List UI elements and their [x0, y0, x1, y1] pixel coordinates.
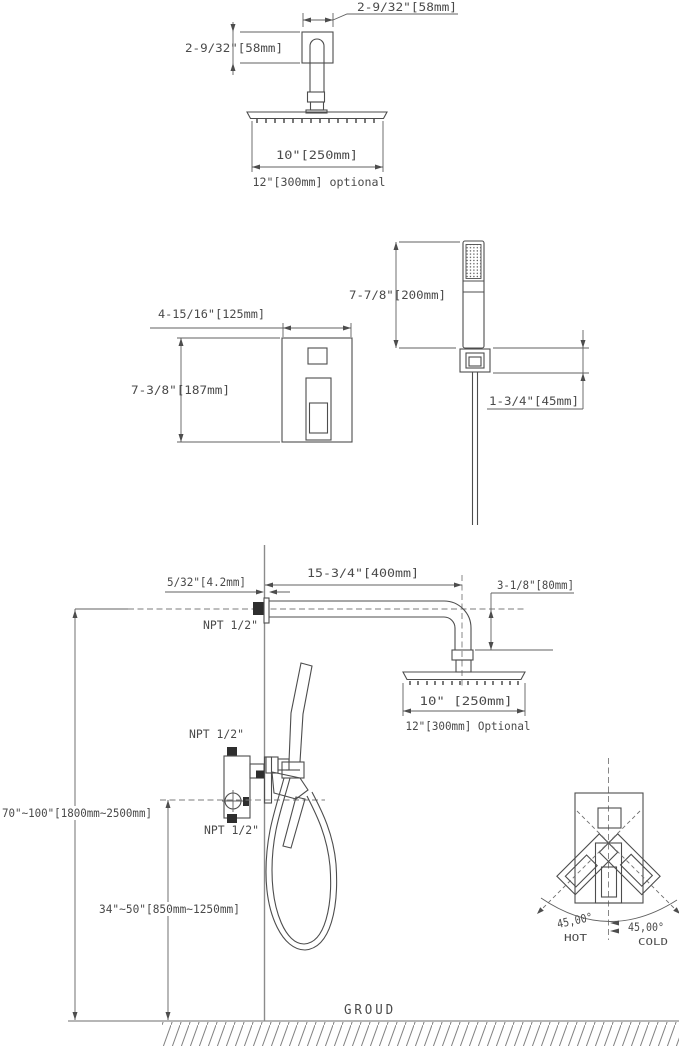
ceiling-flange: [301, 31, 334, 64]
schematic-handle-center-inner: [600, 866, 618, 898]
dim-ceiling-arm-offset-top: 2-9/32"[58mm]: [302, 0, 458, 27]
label-ceiling-head-width: 10"[250mm]: [276, 148, 358, 162]
dim-ceiling-arm-offset-side: 2-9/32"[58mm]: [185, 22, 300, 75]
label-cold: COLD: [638, 937, 668, 948]
dim-plate-width: 4-15/16"[125mm]: [150, 307, 352, 337]
trim-handle-inner: [308, 402, 329, 434]
schematic-diverter: [597, 807, 622, 829]
label-angle-hot: 45,00°: [556, 910, 594, 931]
hand-shower-hose: [471, 372, 479, 525]
ceiling-shower-head-view: 2-9/32"[58mm] 2-9/32"[58mm] 10"[250mm] 1…: [185, 0, 458, 189]
label-arm-length: 15-3/4"[400mm]: [307, 566, 419, 580]
label-plate-width: 4-15/16"[125mm]: [158, 307, 265, 321]
label-npt-valve-top: NPT 1/2": [189, 727, 244, 741]
label-head-drop: 3-1/8"[80mm]: [497, 578, 574, 592]
ground-hatch: [162, 1022, 679, 1046]
handle-angle-schematic: 45,00° 45,00° HOT COLD: [536, 758, 679, 948]
wall-fitting: [253, 602, 264, 615]
trim-handle: [305, 377, 332, 441]
ceiling-head-nozzles: [256, 119, 375, 123]
hand-shower-spray-face: [465, 244, 482, 279]
diverter-button: [307, 347, 328, 365]
dim-wand-length: 7-7/8"[200mm]: [349, 241, 460, 349]
label-holder-height: 1-3/4"[45mm]: [489, 394, 579, 408]
label-npt-valve-bottom: NPT 1/2": [204, 823, 259, 837]
hand-shower-wand-joints: [463, 280, 484, 293]
label-ceiling-arm-offset-side: 2-9/32"[58mm]: [185, 41, 283, 55]
hand-shower-view: 7-7/8"[200mm] 1-3/4"[45mm]: [349, 240, 589, 525]
label-angle-cold: 45,00°: [628, 920, 664, 934]
handheld-wand-in-holder: [288, 662, 313, 763]
rotation-arc: [540, 897, 678, 922]
label-plate-height: 7-3/8"[187mm]: [131, 383, 230, 397]
dim-head-drop: 3-1/8"[80mm]: [475, 578, 574, 651]
dim-arm-length: 15-3/4"[400mm]: [265, 566, 462, 588]
trim-plate: [281, 337, 353, 443]
dim-overall-height: 70"~100"[1800mm~2500mm]: [0, 609, 154, 1020]
dim-lower-head-width: 10" [250mm] 12"[300mm] Optional: [402, 683, 531, 733]
dim-flange-thickness: 5/32"[4.2mm]: [165, 575, 290, 595]
hand-shower-hose-loop: [265, 777, 338, 951]
label-ceiling-head-width-optional: 12"[300mm] optional: [253, 175, 386, 189]
shower-head-plate: [402, 671, 526, 681]
label-ground: GROUD: [344, 1003, 396, 1018]
dim-holder-height: 1-3/4"[45mm]: [487, 330, 589, 410]
ceiling-shower-head-plate: [246, 111, 388, 120]
shower-arm: [268, 600, 474, 673]
valve-trim-view: 4-15/16"[125mm] 7-3/8"[187mm]: [131, 307, 353, 443]
label-lower-head-width: 10" [250mm]: [420, 694, 513, 708]
valve-lever-handle: [263, 756, 309, 849]
installation-elevation-view: 15-3/4"[400mm] 5/32"[4.2mm] 3-1/8"[80mm]…: [0, 545, 679, 1046]
dim-plate-height: 7-3/8"[187mm]: [131, 337, 280, 443]
hand-shower-holder: [459, 348, 491, 373]
label-flange-thickness: 5/32"[4.2mm]: [167, 575, 246, 589]
hand-shower-wand: [462, 240, 485, 349]
label-npt-arm: NPT 1/2": [203, 618, 258, 632]
dim-valve-height: 34"~50"[850mm~1250mm]: [96, 800, 243, 1020]
label-wand-length: 7-7/8"[200mm]: [349, 288, 446, 302]
label-ceiling-arm-offset-top: 2-9/32"[58mm]: [357, 0, 457, 14]
label-lower-head-width-optional: 12"[300mm] Optional: [406, 719, 531, 733]
arm-escutcheon: [263, 597, 270, 624]
dim-ceiling-head-width: 10"[250mm] 12"[300mm] optional: [251, 121, 386, 189]
rough-in-valve-body: [222, 747, 265, 823]
schematic-diagonal-centerlines: [536, 810, 679, 915]
label-overall-height: 70"~100"[1800mm~2500mm]: [2, 806, 152, 820]
label-valve-height: 34"~50"[850mm~1250mm]: [99, 902, 240, 916]
shower-head-nozzles: [409, 681, 519, 685]
label-hot: HOT: [564, 933, 587, 944]
